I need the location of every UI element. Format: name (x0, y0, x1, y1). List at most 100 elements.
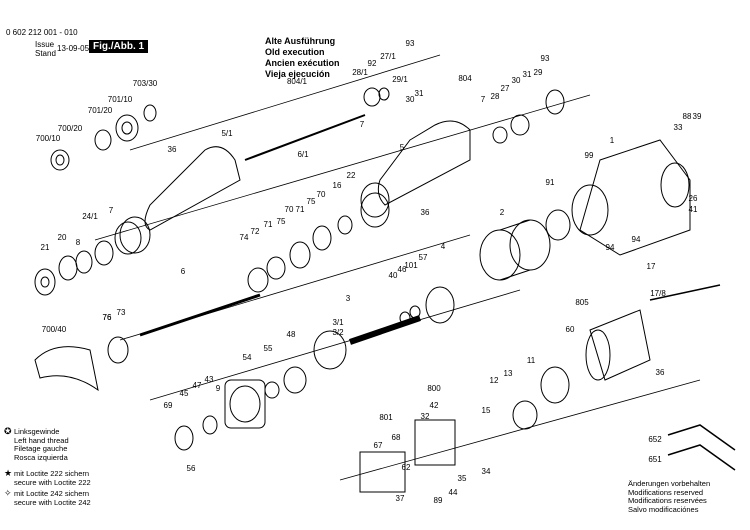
label-801: 801 (379, 413, 393, 422)
label-71: 71 (263, 220, 273, 229)
label-17: 17 (646, 262, 656, 271)
nut-701-10 (115, 114, 139, 142)
wrench-652 (667, 424, 736, 451)
label-28: 28 (490, 92, 500, 101)
label-94-a: 94 (605, 243, 615, 252)
cable-17-8 (649, 284, 721, 301)
label-40: 40 (388, 271, 398, 280)
collet-700-10 (50, 149, 70, 171)
label-30: 30 (511, 76, 521, 85)
label-55: 55 (263, 344, 273, 353)
label-76: 76 (102, 313, 112, 322)
label-3: 3 (345, 294, 351, 303)
label-6: 6 (180, 267, 186, 276)
label-5-1: 5/1 (221, 129, 233, 138)
label-73: 73 (116, 308, 126, 317)
legend-text: Left hand thread (14, 435, 69, 445)
label-93: 93 (540, 54, 550, 63)
label-27: 27 (500, 84, 510, 93)
axis-line-bottom (339, 379, 701, 481)
label-700-40: 700/40 (41, 325, 67, 334)
label-15: 15 (481, 406, 491, 415)
label-41: 41 (688, 205, 698, 214)
label-5: 5 (399, 143, 405, 152)
label-701-20: 701/20 (87, 106, 113, 115)
label-89: 89 (433, 496, 443, 505)
ring-76 (107, 336, 129, 364)
legend-text: Rosca izquierda (14, 452, 68, 462)
label-9: 9 (215, 384, 221, 393)
label-805: 805 (575, 298, 589, 307)
part-number: 0 602 212 001 - 010 (6, 28, 78, 37)
label-70: 70 (284, 205, 294, 214)
legend-text: secure with Loctite 222 (14, 477, 91, 487)
nut-701-20 (94, 129, 112, 151)
legend-loctite-242: ✧ mit Loctite 242 sichern secure with Lo… (4, 489, 91, 507)
head-housing-old (144, 146, 241, 231)
nut-69 (174, 425, 194, 451)
note-line: Modifications reserved (628, 487, 704, 497)
legend-text: Filetage gauche (14, 444, 68, 453)
label-75b: 75 (306, 197, 316, 206)
label-30-top: 30 (405, 95, 415, 104)
label-800: 800 (427, 384, 441, 393)
label-72: 72 (250, 227, 260, 236)
old-execution-title: Alte Ausführung Old execution Ancien exé… (265, 36, 340, 80)
label-26: 26 (688, 194, 698, 203)
legend-loctite-222: ★ mit Loctite 222 sichern secure with Lo… (4, 469, 91, 487)
nut-21 (34, 268, 56, 296)
label-2: 2 (499, 208, 505, 217)
label-99: 99 (584, 151, 594, 160)
controller-801 (359, 451, 406, 493)
gear-29 (545, 89, 565, 115)
label-700-20: 700/20 (57, 124, 83, 133)
legend-text: mit Loctite 222 sichern (14, 469, 90, 478)
label-31: 31 (522, 70, 532, 79)
label-71b: 71 (295, 205, 305, 214)
label-35: 35 (457, 474, 467, 483)
label-652: 652 (648, 435, 662, 444)
label-804: 804 (458, 74, 472, 83)
label-42: 42 (429, 401, 439, 410)
issue-date: 13-09-05 (57, 44, 90, 53)
label-36-rear: 36 (655, 368, 665, 377)
label-21: 21 (40, 243, 50, 252)
label-69: 69 (163, 401, 173, 410)
rear-cover-60 (589, 309, 651, 381)
label-44: 44 (448, 488, 458, 497)
label-33: 33 (673, 123, 683, 132)
label-3-1: 3/1 (332, 318, 344, 327)
label-29: 29 (533, 68, 543, 77)
ring-703-30 (143, 104, 157, 122)
label-701-10: 701/10 (107, 95, 133, 104)
axis-line-mid (94, 94, 591, 241)
bearing-flange-54 (224, 379, 266, 429)
label-8: 8 (75, 238, 81, 247)
label-54: 54 (242, 353, 252, 362)
note-line: Salvo modificaciónes (628, 504, 699, 514)
title-line: Alte Ausführung (265, 36, 336, 46)
label-93-top: 93 (405, 39, 415, 48)
label-700-10: 700/10 (35, 134, 61, 143)
title-line: Ancien exécution (265, 58, 340, 68)
stand-label: Stand (35, 49, 56, 58)
switch-part-13 (512, 400, 538, 430)
label-27-1: 27/1 (380, 52, 396, 61)
label-70b: 70 (316, 190, 326, 199)
guard-700-40 (34, 346, 99, 392)
label-36-mid: 36 (420, 208, 430, 217)
label-39: 39 (692, 112, 702, 121)
label-68: 68 (391, 433, 401, 442)
label-13: 13 (503, 369, 513, 378)
title-line: Vieja ejecución (265, 69, 330, 79)
motor-housing (579, 139, 691, 256)
bearing-55 (283, 366, 307, 394)
coupling-22 (360, 192, 390, 228)
label-37: 37 (395, 494, 405, 503)
axis-line-lower (149, 289, 521, 401)
label-67: 67 (373, 441, 383, 450)
label-94-b: 94 (631, 235, 641, 244)
spindle-6-1 (244, 114, 366, 161)
note-line: Modifications reservées (628, 496, 707, 505)
